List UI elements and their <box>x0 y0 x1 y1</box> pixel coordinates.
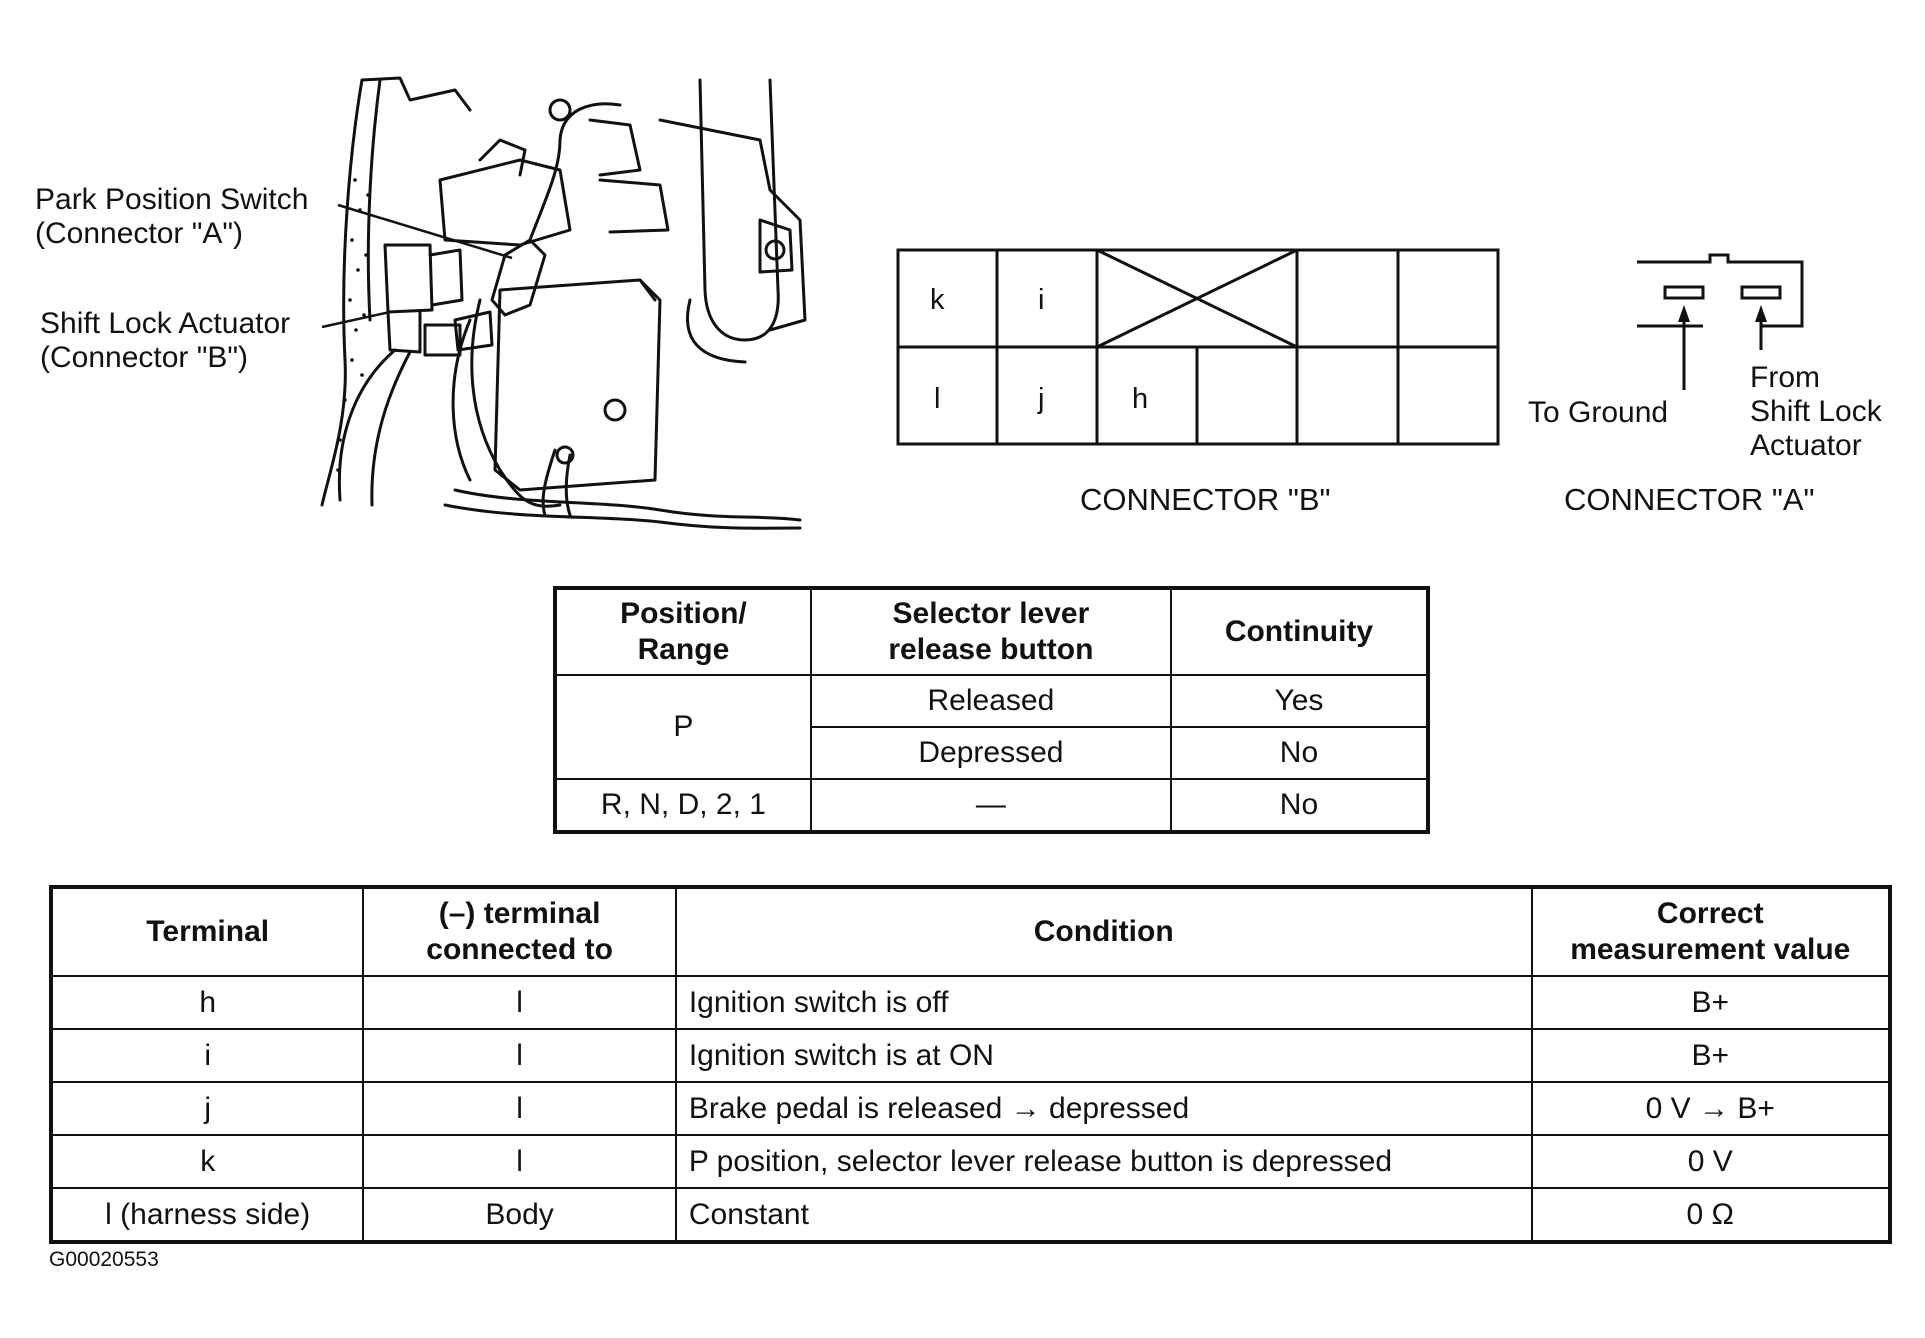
cell-button: — <box>809 778 1172 833</box>
table-row: l (harness side) Body Constant 0 Ω <box>49 1187 1892 1243</box>
cell-neg-terminal: l <box>362 1081 677 1136</box>
cell-button: Released <box>809 674 1172 728</box>
header-release-button: Selector lever release button <box>809 587 1172 676</box>
terminal-header-row: Terminal (–) terminal connected to Condi… <box>49 886 1892 977</box>
park-position-switch-line1: Park Position Switch <box>35 183 309 216</box>
header-continuity: Continuity <box>1169 587 1430 676</box>
cell-neg-terminal: Body <box>362 1187 677 1243</box>
cell-terminal: k <box>49 1134 365 1189</box>
cell-continuity: Yes <box>1169 674 1430 728</box>
cell-neg-terminal: l <box>362 1134 677 1189</box>
header-measurement: Correct measurement value <box>1530 886 1892 977</box>
park-position-switch-line2: (Connector "A") <box>35 217 244 250</box>
table-row: Depressed No <box>555 726 1430 780</box>
connector-a-caption: CONNECTOR "A" <box>1564 482 1815 517</box>
continuity-header-row: Position/ Range Selector lever release b… <box>554 587 1430 676</box>
header-terminal: Terminal <box>49 886 365 977</box>
connector-b-pin-j: j <box>1038 383 1045 415</box>
table-row: P Released Yes <box>554 674 1430 780</box>
table-row: j l Brake pedal is released → depressed … <box>49 1081 1892 1136</box>
cell-terminal: l (harness side) <box>49 1187 365 1243</box>
shift-lock-actuator-line2: (Connector "B") <box>40 341 249 374</box>
cell-value: B+ <box>1530 1028 1892 1083</box>
cell-condition: Brake pedal is released → depressed <box>674 1081 1533 1136</box>
header-position-range: Position/ Range <box>554 587 812 676</box>
cell-condition: Constant <box>674 1187 1533 1243</box>
cell-condition: P position, selector lever release butto… <box>674 1134 1533 1189</box>
park-position-switch-label: Park Position Switch (Connector "A") <box>35 183 308 251</box>
continuity-table: Position/ Range Selector lever release b… <box>553 586 1430 834</box>
cell-neg-terminal: l <box>362 1028 677 1083</box>
from-actuator-line3: Actuator <box>1750 429 1862 462</box>
cell-value: 0 V <box>1530 1134 1892 1189</box>
cell-continuity: No <box>1169 726 1430 780</box>
cell-condition: Ignition switch is off <box>674 975 1533 1030</box>
cell-button: Depressed <box>809 726 1172 780</box>
connector-b-pin-i: i <box>1038 284 1045 316</box>
terminal-table: Terminal (–) terminal connected to Condi… <box>49 885 1892 1244</box>
table-row: i l Ignition switch is at ON B+ <box>49 1028 1892 1083</box>
from-actuator-line2: Shift Lock <box>1750 395 1882 428</box>
table-row: R, N, D, 2, 1 — No <box>554 778 1430 833</box>
connector-b-caption: CONNECTOR "B" <box>1080 482 1331 517</box>
table-row: h l Ignition switch is off B+ <box>49 975 1892 1030</box>
cell-neg-terminal: l <box>362 975 677 1030</box>
connector-b-pin-l: l <box>934 383 941 415</box>
cell-value: 0 Ω <box>1530 1187 1892 1243</box>
from-actuator-label: From Shift Lock Actuator <box>1750 361 1882 463</box>
cell-continuity: No <box>1169 778 1430 833</box>
connector-b-pin-h: h <box>1132 383 1149 415</box>
cell-position: R, N, D, 2, 1 <box>554 778 812 833</box>
cell-terminal: i <box>49 1028 365 1083</box>
cell-value: 0 V → B+ <box>1530 1081 1892 1136</box>
cell-condition: Ignition switch is at ON <box>674 1028 1533 1083</box>
to-ground-label: To Ground <box>1528 396 1669 429</box>
cell-terminal: h <box>49 975 365 1030</box>
header-condition: Condition <box>674 886 1533 977</box>
table-row: k l P position, selector lever release b… <box>49 1134 1892 1189</box>
cell-value: B+ <box>1530 975 1892 1030</box>
header-neg-terminal: (–) terminal connected to <box>362 886 677 977</box>
cell-position: P <box>554 674 812 780</box>
shift-lock-actuator-line1: Shift Lock Actuator <box>40 307 291 340</box>
figure-code: G00020553 <box>49 1248 159 1271</box>
shift-lock-actuator-label: Shift Lock Actuator (Connector "B") <box>40 307 290 375</box>
cell-terminal: j <box>49 1081 365 1136</box>
connector-b-pin-k: k <box>930 284 945 316</box>
from-actuator-line1: From <box>1750 361 1820 394</box>
